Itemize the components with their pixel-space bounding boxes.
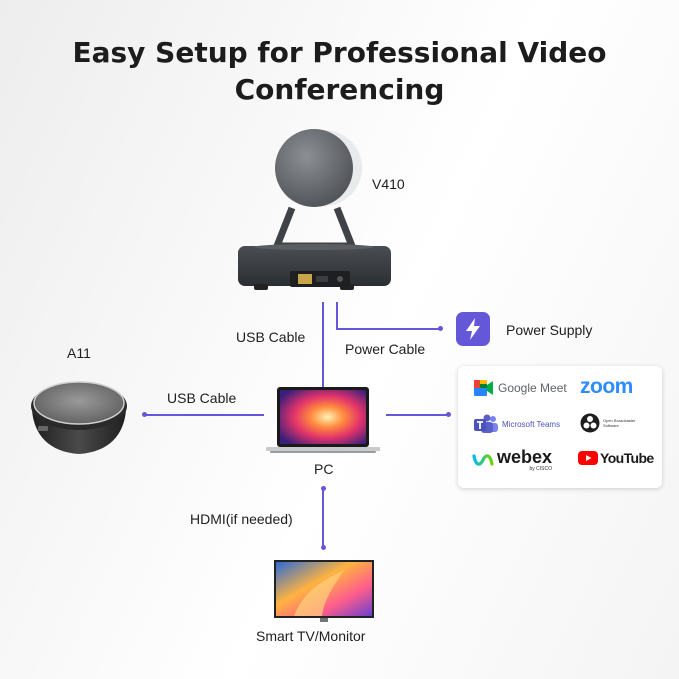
pc-software-link-line	[386, 414, 448, 416]
microsoft-teams-text: Microsoft Teams	[502, 419, 561, 429]
microsoft-teams-logo: Microsoft Teams	[474, 414, 560, 434]
youtube-play-icon	[578, 451, 598, 465]
power-cable-line-horizontal	[336, 328, 440, 330]
v410-camera-image	[238, 129, 391, 290]
pc-label: PC	[314, 461, 334, 477]
power-supply-label: Power Supply	[506, 322, 593, 338]
hdmi-cable-start-dot	[321, 486, 326, 491]
power-cable-label: Power Cable	[345, 341, 426, 357]
v410-label: V410	[372, 176, 405, 192]
zoom-logo: zoom	[580, 375, 633, 399]
google-meet-logo: Google Meet	[474, 380, 567, 396]
a11-label: A11	[67, 345, 91, 361]
pc-software-link-dot	[446, 412, 451, 417]
youtube-text: YouTube	[600, 450, 654, 466]
obs-text: Open Broadcaster Software	[603, 418, 635, 428]
speaker-usb-cable-label: USB Cable	[167, 390, 237, 406]
title-line-1: Easy Setup for Professional Video	[72, 36, 607, 69]
webex-cisco-text: by CISCO	[529, 466, 553, 472]
webex-text: webex	[497, 447, 553, 467]
google-meet-text: Google Meet	[498, 381, 567, 395]
webex-logo: webex by CISCO	[472, 448, 552, 472]
webex-icon	[472, 454, 494, 466]
obs-icon	[580, 413, 600, 433]
microsoft-teams-icon	[474, 414, 498, 433]
speaker-usb-cable-end-dot	[142, 412, 147, 417]
power-cable-end-dot	[438, 326, 443, 331]
conferencing-software-card: Google Meet zoom Microsoft Teams Open Br…	[458, 366, 662, 488]
camera-usb-cable-line	[322, 302, 324, 387]
hdmi-cable-end-dot	[321, 545, 326, 550]
google-meet-icon	[474, 380, 493, 396]
speaker-usb-cable-line	[144, 414, 264, 416]
hdmi-cable-line	[322, 489, 324, 547]
a11-speakerphone-image	[31, 381, 127, 454]
power-supply-lightning-icon	[456, 312, 490, 346]
youtube-logo: YouTube	[578, 450, 654, 466]
page-title: Easy Setup for Professional Video Confer…	[0, 34, 679, 108]
webex-text-group: webex by CISCO	[497, 448, 552, 472]
obs-logo: Open Broadcaster Software	[580, 413, 635, 433]
obs-text-line-2: Software	[603, 423, 619, 428]
zoom-text: zoom	[580, 375, 633, 398]
hdmi-cable-label: HDMI(if needed)	[190, 511, 293, 527]
power-cable-line-vertical	[336, 302, 338, 329]
smart-tv-label: Smart TV/Monitor	[256, 628, 366, 644]
smart-tv-monitor-image	[274, 560, 374, 622]
pc-laptop-image	[266, 387, 380, 453]
obs-text-line-1: Open Broadcaster	[603, 418, 636, 423]
title-line-2: Conferencing	[234, 73, 445, 106]
camera-usb-cable-label: USB Cable	[236, 329, 306, 345]
